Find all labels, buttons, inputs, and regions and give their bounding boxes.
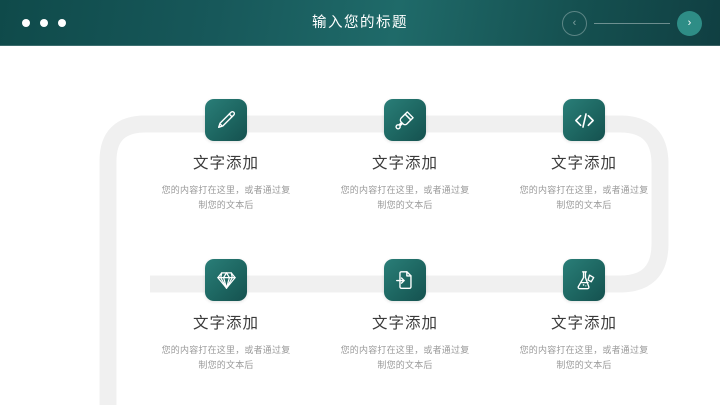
cell-title: 文字添加 <box>550 315 617 332</box>
feature-row-2: 文字添加 您的内容打在这里，或者通过复制您的文本后 文字添加 您的内容打在这里，… <box>150 259 660 373</box>
cell-body: 您的内容打在这里，或者通过复制您的文本后 <box>161 345 291 370</box>
feature-cell[interactable]: 文字添加 您的内容打在这里，或者通过复制您的文本后 <box>150 259 302 373</box>
feature-cell[interactable]: 文字添加 您的内容打在这里，或者通过复制您的文本后 <box>329 99 481 213</box>
feature-cell[interactable]: 文字添加 您的内容打在这里，或者通过复制您的文本后 <box>150 99 302 213</box>
next-slide-button[interactable]: › <box>677 10 702 36</box>
diamond-icon[interactable] <box>205 259 247 301</box>
cell-title: 文字添加 <box>192 315 259 332</box>
paint-brush-icon[interactable] <box>384 99 426 141</box>
cell-title: 文字添加 <box>550 155 617 172</box>
cell-body: 您的内容打在这里，或者通过复制您的文本后 <box>340 185 470 210</box>
feature-cell[interactable]: 文字添加 您的内容打在这里，或者通过复制您的文本后 <box>508 259 660 373</box>
cell-title: 文字添加 <box>371 315 438 332</box>
file-import-icon[interactable] <box>384 259 426 301</box>
flask-icon[interactable] <box>563 259 605 301</box>
header-dot-3 <box>58 19 66 27</box>
page-title: 输入您的标题 <box>312 15 408 31</box>
slide-header: 输入您的标题 ‹ › <box>0 0 720 46</box>
pencil-icon[interactable] <box>205 99 247 141</box>
header-dots-group <box>22 19 66 27</box>
prev-slide-button[interactable]: ‹ <box>562 10 587 36</box>
slide-navigation: ‹ › <box>562 10 702 36</box>
cell-body: 您的内容打在这里，或者通过复制您的文本后 <box>161 185 291 210</box>
feature-cell[interactable]: 文字添加 您的内容打在这里，或者通过复制您的文本后 <box>329 259 481 373</box>
cell-body: 您的内容打在这里，或者通过复制您的文本后 <box>519 345 649 370</box>
cell-body: 您的内容打在这里，或者通过复制您的文本后 <box>519 185 649 210</box>
cell-body: 您的内容打在这里，或者通过复制您的文本后 <box>340 345 470 370</box>
cell-title: 文字添加 <box>371 155 438 172</box>
header-dot-1 <box>22 19 30 27</box>
header-dot-2 <box>40 19 48 27</box>
content-area: 文字添加 您的内容打在这里，或者通过复制您的文本后 文字添加 您的内容打在这里，… <box>0 46 720 405</box>
cell-title: 文字添加 <box>192 155 259 172</box>
code-icon[interactable] <box>563 99 605 141</box>
nav-divider-line <box>594 22 670 24</box>
feature-cell[interactable]: 文字添加 您的内容打在这里，或者通过复制您的文本后 <box>508 99 660 213</box>
feature-row-1: 文字添加 您的内容打在这里，或者通过复制您的文本后 文字添加 您的内容打在这里，… <box>150 99 660 213</box>
